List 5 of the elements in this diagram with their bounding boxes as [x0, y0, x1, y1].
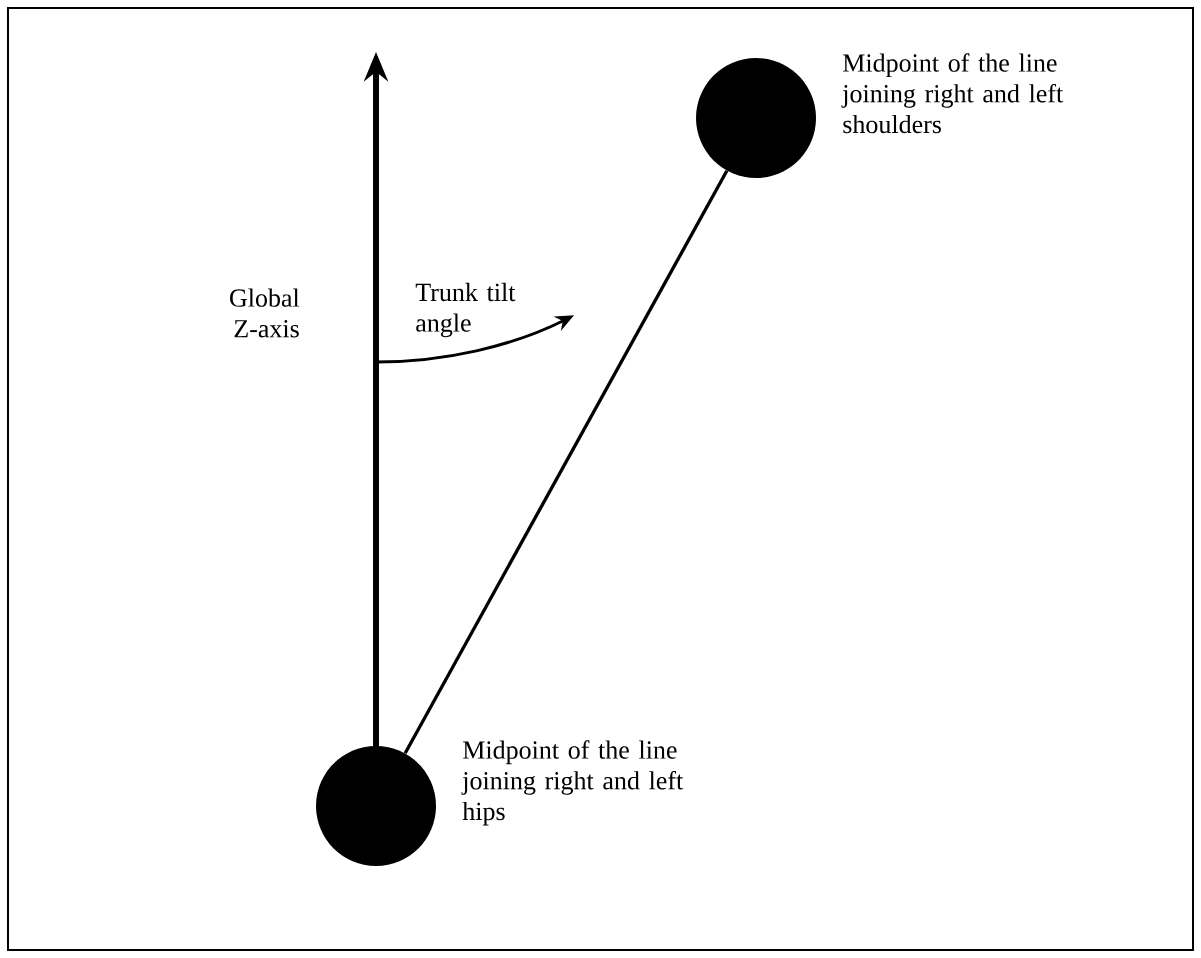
node-caption: Midpoint of the line joining right and left hips [461, 740, 684, 826]
axis-label: Global Z-axis [230, 288, 300, 338]
angle-label: Trunk tilt angle [415, 282, 516, 338]
node-caption: Midpoint of the line joining right and left shoulders [841, 53, 1064, 134]
trunk-line [403, 169, 729, 755]
